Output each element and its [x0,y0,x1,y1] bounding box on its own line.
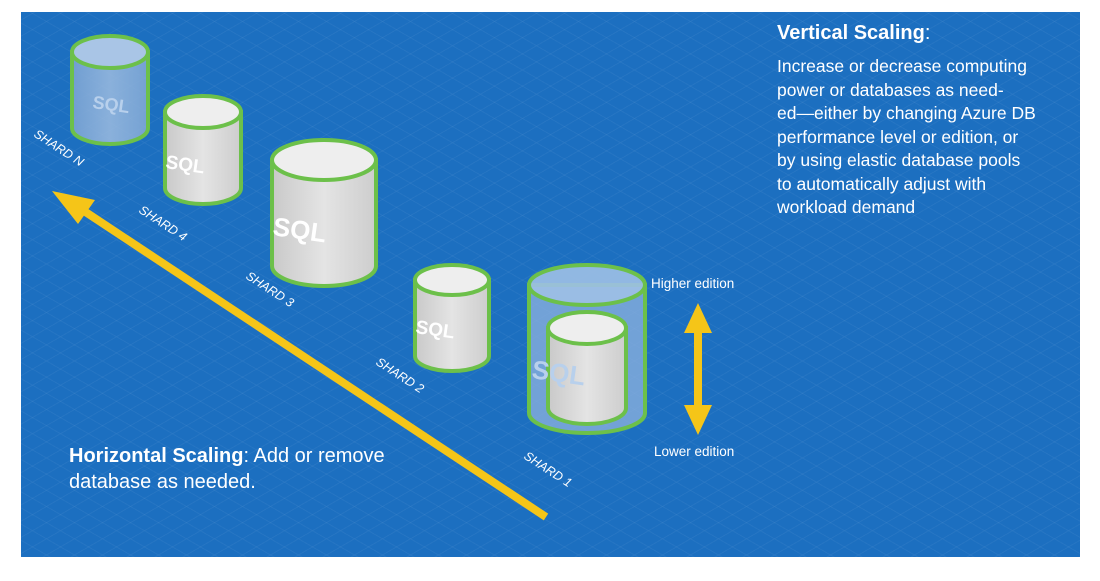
horizontal-scaling-description: : Add or remove database as needed. [69,445,385,493]
horizontal-scaling-arrow [52,191,549,521]
shard-1-cylinder: SQL [527,263,647,435]
vertical-scaling-colon: : [924,22,931,44]
shard-4-cylinder: SQL [163,94,243,206]
horizontal-scaling-text: Horizontal Scaling: Add or remove databa… [69,443,389,495]
shard-4-label: SHARD 4 [136,203,189,244]
horizontal-scaling-title: Horizontal Scaling [69,445,244,467]
shard-3-cylinder: SQL [270,138,378,288]
vertical-scaling-title: Vertical Scaling [777,22,925,44]
shard-2-cylinder: SQL [413,263,491,373]
vertical-scaling-description: Increase or decrease computing power or … [777,56,1036,217]
vertical-scaling-heading: Vertical Scaling: [777,22,930,45]
shard-n-cylinder: SQL [70,34,150,146]
shard-1-label: SHARD 1 [521,449,574,490]
higher-edition-label: Higher edition [651,276,734,291]
vertical-scaling-arrow [684,303,712,435]
shard-1-db-label: SQL [530,354,587,391]
lower-edition-label: Lower edition [654,444,734,459]
shard-3-db-label: SQL [271,211,328,248]
